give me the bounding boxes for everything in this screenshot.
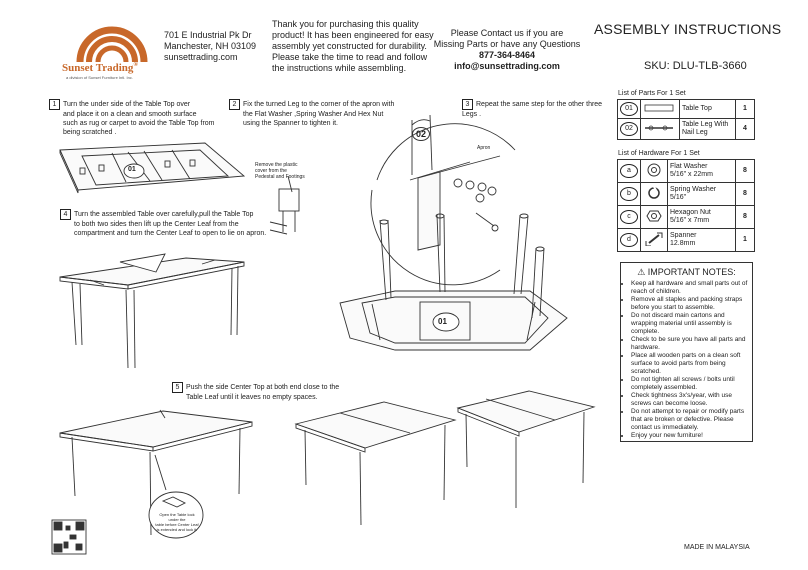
list-item: Check to be sure you have all parts and … <box>631 336 752 352</box>
spanner-icon <box>645 232 663 246</box>
plastic-cover-callout: Remove the plastic cover from the Pedest… <box>255 162 305 180</box>
step4-table-opening <box>59 253 245 369</box>
table-top-icon <box>644 104 674 111</box>
hardware-heading: List of Hardware For 1 Set <box>618 150 700 157</box>
step1-table-top-underside <box>59 142 246 194</box>
table-row: 01 Table Top 1 <box>617 99 755 119</box>
parts-table: 01 Table Top 1 02 Table Leg With Nail Le… <box>617 99 755 140</box>
step5-tables <box>59 390 596 539</box>
list-item: Remove all staples and packing straps be… <box>631 296 752 312</box>
step-5-number: 5 <box>172 382 183 393</box>
important-notes-box: ⚠ IMPORTANT NOTES: Keep all hardware and… <box>620 262 753 442</box>
step-1-number: 1 <box>49 99 60 110</box>
brand-logo: Sunset Trading® a division of Sunset Fur… <box>62 18 162 80</box>
made-in-label: MADE IN MALAYSIA <box>684 544 750 551</box>
table-lock-callout: Open the Table lock under the table befo… <box>155 512 199 532</box>
step2-leg-diagram <box>269 175 300 235</box>
diagram-label-top-01b: 01 <box>438 317 447 326</box>
list-item: Do not tighten all screws / bolts until … <box>631 376 752 392</box>
contact-phone: 877-364-8464 <box>478 50 536 60</box>
list-item: Enjoy your new furniture! <box>631 432 752 440</box>
notes-list: Keep all hardware and small parts out of… <box>621 280 752 440</box>
brand-registered: ® <box>133 62 138 68</box>
sunset-arc-logo-icon <box>76 26 148 63</box>
list-item: Do not attempt to repair or modify parts… <box>631 408 752 432</box>
qr-code <box>51 519 87 555</box>
diagram-label-top-01: 01 <box>128 166 136 173</box>
table-row: 02 Table Leg With Nail Leg 4 <box>617 118 755 140</box>
thank-you-note: Thank you for purchasing this quality pr… <box>272 19 434 73</box>
step3-leg-detail <box>370 114 516 286</box>
table-leg-icon <box>645 125 673 130</box>
list-item: Keep all hardware and small parts out of… <box>631 280 752 296</box>
notes-heading: IMPORTANT NOTES: <box>647 267 736 277</box>
list-item: Do not discard main cartons and wrapping… <box>631 312 752 336</box>
company-address: 701 E Industrial Pk Dr Manchester, NH 03… <box>164 30 257 62</box>
step-4-number: 4 <box>60 209 71 220</box>
list-item: Place all wooden parts on a clean soft s… <box>631 352 752 376</box>
hex-nut-icon <box>646 210 662 221</box>
step3-inverted-table <box>339 213 568 351</box>
brand-tagline: a division of Sunset Furniture Intl. Inc… <box>66 75 133 80</box>
spring-washer-icon <box>648 185 660 199</box>
step-3-number: 3 <box>462 99 473 110</box>
list-item: Check tightness 3x's/year, with use scre… <box>631 392 752 408</box>
sku-label: SKU: DLU-TLB-3660 <box>644 60 747 72</box>
apron-label: Apron <box>477 145 491 151</box>
page-title: ASSEMBLY INSTRUCTIONS <box>594 21 782 37</box>
flat-washer-icon <box>647 163 661 176</box>
contact-email: info@sunsettrading.com <box>454 61 560 71</box>
contact-block: Please Contact us if you are Missing Par… <box>433 28 581 71</box>
diagram-label-leg-02: 02 <box>412 127 431 141</box>
brand-name: Sunset Trading <box>62 62 134 74</box>
warning-icon: ⚠ <box>637 267 646 277</box>
step-2-number: 2 <box>229 99 240 110</box>
parts-heading: List of Parts For 1 Set <box>618 90 686 97</box>
